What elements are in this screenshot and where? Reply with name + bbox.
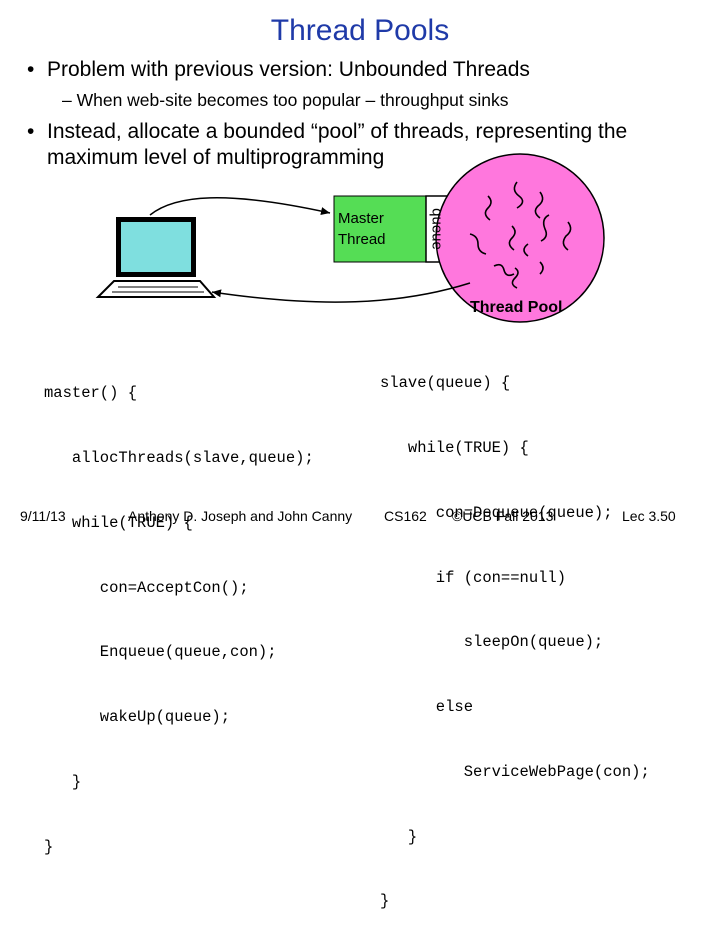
footer-date: 9/11/13 [20,508,66,524]
code-line: ServiceWebPage(con); [380,762,650,781]
slide-title: Thread Pools [270,14,450,47]
bullet-marker: • [27,58,35,81]
code-line: con=AcceptCon(); [44,578,249,597]
code-line: } [380,892,390,911]
thread-pool-label: Thread Pool [470,299,563,316]
thread-pool-circle [435,153,605,323]
footer-copyright: ©UCB Fall 2013 [452,508,554,524]
code-line: sleepOn(queue); [380,633,604,652]
code-line: } [44,837,54,856]
thread-squiggle-icon [469,181,572,289]
slave-code: slave(queue) { while(TRUE) { con=Dequeue… [380,330,650,935]
bullet-text: Instead, allocate a bounded “pool” of th… [47,120,628,169]
code-line: master() { [44,384,138,403]
computer-icon [95,217,217,298]
code-line: else [380,698,474,717]
code-line: } [44,772,82,791]
code-line: if (con==null) [380,568,567,587]
bullet-instead: • Instead, allocate a bounded “pool” of t… [27,119,707,171]
bullet-text: Problem with previous version: Unbounded… [47,58,530,81]
code-line: con=Dequeue(queue); [380,503,613,522]
footer-authors: Anthony D. Joseph and John Canny [128,508,353,524]
queue-label-text: queue [428,208,446,250]
thread-pool-diagram [95,153,605,323]
code-line: } [380,827,418,846]
master-thread-label: Master Thread [338,210,386,248]
code-line: while(TRUE) { [44,513,193,532]
code-line: Enqueue(queue,con); [44,643,277,662]
master-thread-box [333,195,427,263]
arrow-icon [149,197,331,216]
code-line: wakeUp(queue); [44,708,231,727]
sub-bullet-throughput: – When web-site becomes too popular – th… [62,90,509,110]
footer-course: CS162 [384,508,427,524]
bullet-problem: • Problem with previous version: Unbounde… [27,58,530,82]
code-line: while(TRUE) { [380,438,529,457]
footer-lecture: Lec 3.50 [622,508,676,524]
code-line: allocThreads(slave,queue); [44,448,314,467]
code-line: slave(queue) { [380,374,511,393]
bullet-marker: • [27,120,35,143]
queue-label: queue [426,196,448,262]
return-arrow [211,282,471,303]
master-code: master() { allocThreads(slave,queue); wh… [44,340,314,880]
